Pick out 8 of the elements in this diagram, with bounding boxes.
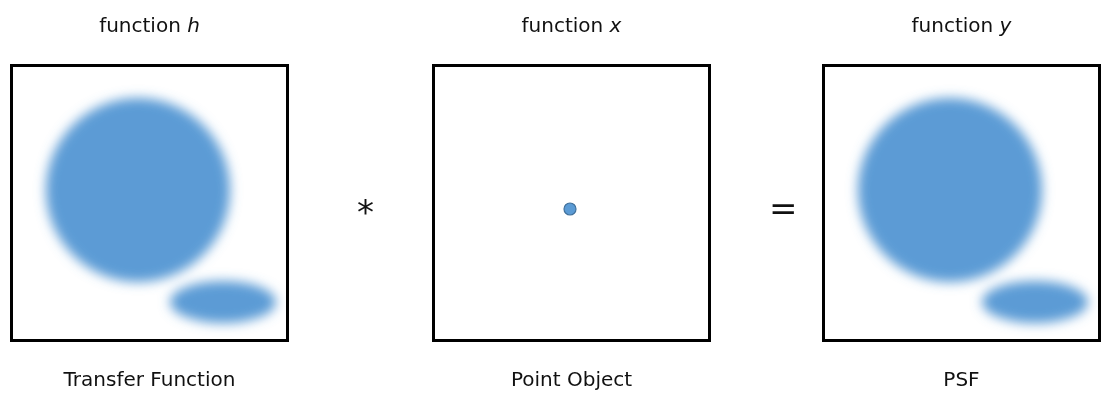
operator-symbol: = [769, 188, 798, 228]
function-heading: function h [98, 13, 201, 37]
frame-caption: PSF [942, 367, 981, 391]
frame-caption: Point Object [509, 367, 634, 391]
function-heading: function x [520, 13, 623, 37]
operator-symbol: * [357, 192, 374, 232]
function-heading: function y [910, 13, 1013, 37]
frame-caption: Transfer Function [62, 367, 237, 391]
